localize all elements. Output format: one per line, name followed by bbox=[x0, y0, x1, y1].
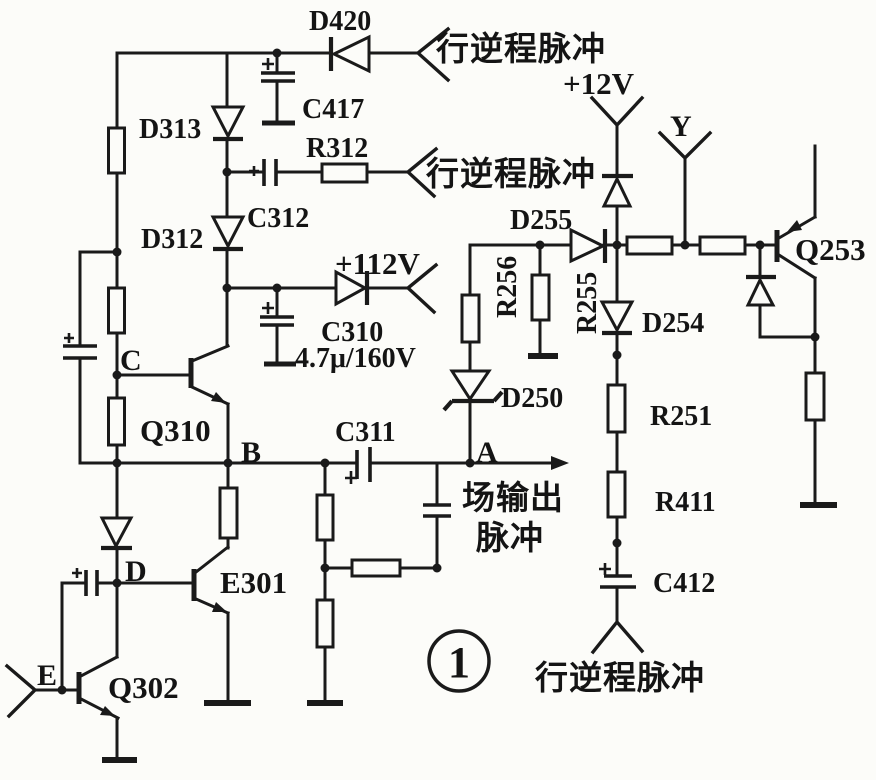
label-plus112v: +112V bbox=[335, 246, 420, 281]
label-c311: C311 bbox=[335, 417, 396, 448]
output-arrowhead bbox=[551, 456, 569, 470]
resistor-x325-lower bbox=[315, 598, 335, 649]
label-q302: Q302 bbox=[108, 670, 179, 705]
capacitor-d-node bbox=[72, 568, 99, 596]
diode-d312 bbox=[210, 215, 246, 252]
label-r411: R411 bbox=[655, 487, 716, 518]
capacitor-c412 bbox=[599, 563, 636, 589]
wire-e301-branch bbox=[115, 461, 230, 702]
diode-to-112v bbox=[334, 269, 370, 307]
input-arrow-e bbox=[4, 663, 38, 719]
resistor-left-mid bbox=[107, 286, 126, 335]
wire-q253-region bbox=[758, 144, 817, 504]
resistor-e301-collector bbox=[218, 486, 239, 540]
resistor-q253-collector bbox=[804, 371, 826, 422]
label-q310: Q310 bbox=[140, 413, 211, 448]
transistor-q302 bbox=[76, 654, 121, 721]
label-e301: E301 bbox=[220, 565, 287, 600]
label-node-b: B bbox=[241, 436, 261, 469]
signal-h-retrace-mid: 行逆程脉冲 bbox=[425, 154, 596, 193]
terminal-forks bbox=[4, 26, 713, 719]
label-y-terminal: Y bbox=[670, 110, 692, 143]
figure-number: 1 bbox=[448, 638, 470, 687]
diode-d254 bbox=[599, 300, 635, 336]
labels: D420 C417 D313 R312 C312 D312 +12V Y D25… bbox=[37, 6, 866, 705]
label-node-e: E bbox=[37, 659, 57, 692]
zener-d250 bbox=[442, 369, 504, 412]
resistors bbox=[107, 126, 826, 649]
wire-left-bypass-rail bbox=[78, 250, 119, 465]
label-c310: C310 bbox=[321, 317, 383, 348]
wire-x325-branch bbox=[323, 461, 439, 702]
label-r256: R256 bbox=[492, 256, 523, 318]
label-node-c: C bbox=[120, 344, 142, 377]
transistor-e301 bbox=[191, 544, 231, 615]
capacitor-left-rail bbox=[63, 333, 97, 360]
label-d313: D313 bbox=[139, 114, 201, 145]
wire-top-rail bbox=[115, 51, 420, 130]
diode-d255 bbox=[569, 227, 608, 264]
label-d254: D254 bbox=[642, 308, 704, 339]
input-arrow-bottom bbox=[590, 619, 645, 655]
supply-arrow-112v bbox=[405, 262, 439, 315]
label-c412: C412 bbox=[653, 568, 715, 599]
resistor-left-top bbox=[107, 126, 126, 175]
label-r255: R255 bbox=[572, 272, 603, 334]
diode-d313 bbox=[210, 105, 246, 142]
label-r251: R251 bbox=[650, 401, 712, 432]
resistor-r312 bbox=[320, 162, 369, 184]
label-c312: C312 bbox=[247, 203, 309, 234]
resistor-r256 bbox=[460, 293, 481, 344]
capacitor-c311 bbox=[345, 447, 372, 484]
label-d250: D250 bbox=[501, 383, 563, 414]
resistor-r251 bbox=[606, 383, 627, 434]
resistor-r411 bbox=[606, 470, 627, 519]
signal-h-retrace-top: 行逆程脉冲 bbox=[435, 29, 606, 68]
resistor-feedback-horizontal bbox=[350, 558, 402, 578]
signal-labels: 行逆程脉冲 行逆程脉冲 场输出 脉冲 行逆程脉冲 bbox=[425, 29, 705, 697]
capacitor-c417 bbox=[261, 58, 295, 126]
capacitor-c310 bbox=[260, 302, 296, 367]
diode-d420 bbox=[328, 34, 371, 74]
label-node-d: D bbox=[125, 555, 147, 588]
diode-below-b-node bbox=[99, 516, 134, 551]
signal-field-output-line2: 脉冲 bbox=[476, 518, 544, 557]
label-c310-value: 4.7μ/160V bbox=[295, 343, 416, 374]
diode-below-12v bbox=[601, 173, 633, 208]
resistor-base-row-2 bbox=[698, 235, 747, 256]
input-arrow-mid bbox=[405, 146, 439, 199]
capacitor-c312 bbox=[249, 159, 278, 186]
label-d312: D312 bbox=[141, 224, 203, 255]
resistor-base-row-1 bbox=[625, 235, 674, 256]
diode-q253-base bbox=[745, 274, 776, 307]
ground-symbols bbox=[102, 353, 837, 763]
label-d255: D255 bbox=[510, 205, 572, 236]
input-arrow-top bbox=[415, 26, 451, 83]
junction-dots bbox=[57, 48, 820, 695]
resistor-x325-upper bbox=[315, 493, 335, 542]
transistor-q253 bbox=[774, 214, 818, 281]
transistor-q310 bbox=[188, 344, 230, 406]
supply-arrow-12v bbox=[589, 95, 645, 128]
label-r312: R312 bbox=[306, 133, 368, 164]
label-c417: C417 bbox=[302, 94, 364, 125]
figure-number-badge: 1 bbox=[427, 629, 491, 693]
label-plus12v: +12V bbox=[563, 66, 635, 101]
label-node-a: A bbox=[476, 436, 498, 469]
resistor-r255 bbox=[530, 273, 551, 322]
terminal-arrow-y bbox=[657, 130, 713, 161]
capacitor-feedback bbox=[423, 503, 451, 518]
resistor-left-bottom bbox=[107, 396, 126, 447]
signal-field-output-line1: 场输出 bbox=[462, 478, 564, 517]
label-d420: D420 bbox=[309, 6, 371, 37]
label-q253: Q253 bbox=[795, 232, 866, 267]
signal-h-retrace-bottom: 行逆程脉冲 bbox=[534, 658, 705, 697]
